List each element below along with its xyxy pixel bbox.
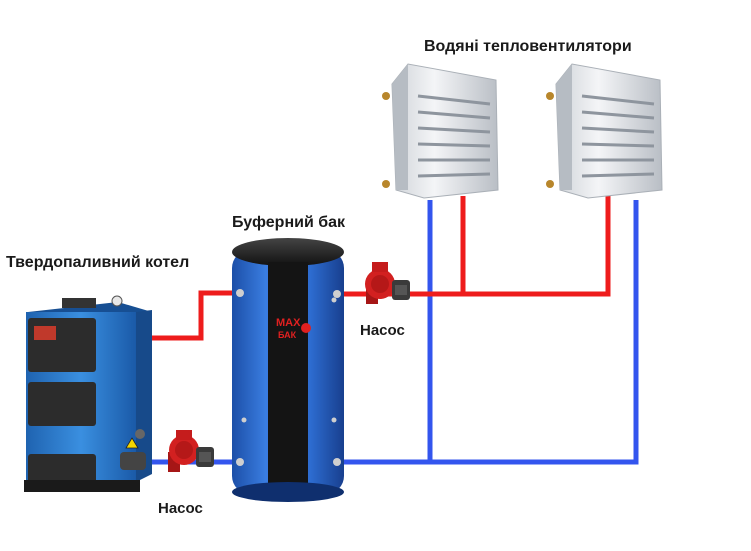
pump-upper <box>365 262 410 304</box>
tank-logo-line1: MAX <box>276 317 301 329</box>
cold-return-pipes <box>148 200 639 465</box>
thermometer-icon <box>111 295 123 307</box>
warning-sign-icon <box>125 437 139 449</box>
hot-pipe-tank-to-heaters <box>342 196 611 297</box>
fan-heaters-label: Водяні тепловентилятори <box>424 38 632 55</box>
buffer-tank-label: Буферний бак <box>232 214 346 231</box>
hot-supply-pipes <box>152 196 611 341</box>
fan-heater-1 <box>382 63 499 199</box>
cold-pipe-main-return <box>342 200 639 465</box>
pump-upper-label: Насос <box>360 322 405 339</box>
pump-lower <box>168 430 214 472</box>
hot-pipe-boiler-to-tank <box>152 290 240 341</box>
buffer-tank: MAX БАК <box>232 238 344 502</box>
boiler-brand-plate <box>34 326 56 340</box>
boiler-label: Твердопаливний котел <box>6 254 190 271</box>
fan-heater-2 <box>546 63 663 199</box>
solid-fuel-boiler <box>24 295 152 492</box>
pump-lower-label: Насос <box>158 500 203 517</box>
tank-logo-drop-icon <box>301 323 311 333</box>
tank-logo-line2: БАК <box>278 330 297 340</box>
